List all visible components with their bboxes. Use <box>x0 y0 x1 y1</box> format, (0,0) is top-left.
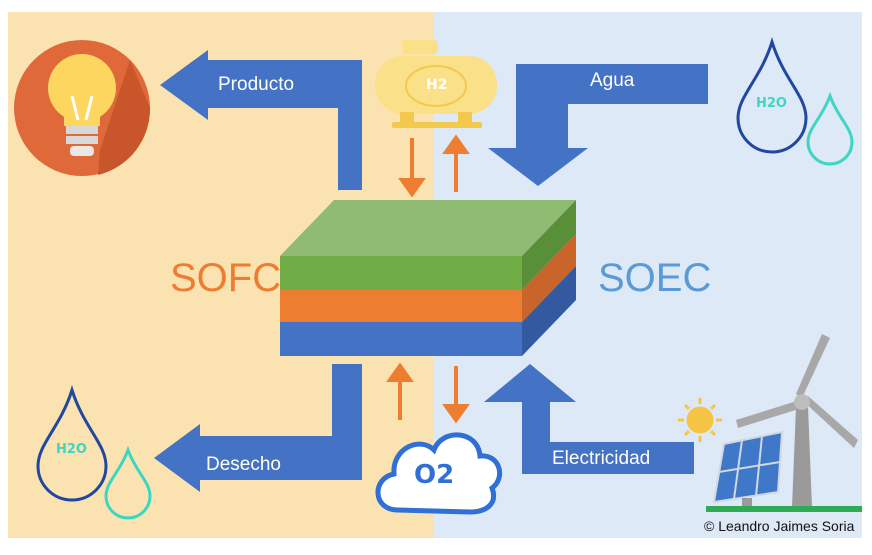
agua-label: Agua <box>590 70 635 91</box>
oxygen-cloud-icon <box>375 432 503 515</box>
layer-blue <box>280 322 522 356</box>
water-drop-icon <box>36 385 152 520</box>
water-drop-bottom-label: H2O <box>56 442 87 457</box>
side-blue <box>522 266 576 356</box>
hydrogen-tank-icon <box>375 40 497 128</box>
tank-label: H2 <box>426 77 448 93</box>
electricidad-label: Electricidad <box>552 448 651 469</box>
desecho-label: Desecho <box>206 454 281 475</box>
electricidad-arrow <box>484 364 694 474</box>
side-orange <box>522 234 576 322</box>
ground <box>706 506 862 512</box>
o2-flow-arrows <box>386 362 470 424</box>
producto-arrow <box>160 50 362 190</box>
water-drop-top-label: H2O <box>756 96 787 111</box>
h2-flow-arrows <box>398 134 470 198</box>
stack-top-face <box>280 200 576 256</box>
producto-label: Producto <box>218 74 295 95</box>
soec-label: SOEC <box>598 256 712 300</box>
cell-stack <box>280 200 576 356</box>
wind-turbine-icon <box>736 334 858 508</box>
oxygen-label: O2 <box>414 460 455 490</box>
credit-text: © Leandro Jaimes Soria <box>704 518 855 534</box>
solar-panel-icon <box>712 430 784 510</box>
sun-icon <box>678 398 722 442</box>
layer-orange <box>280 290 522 322</box>
agua-arrow <box>488 64 708 186</box>
layer-green <box>280 256 522 290</box>
lightbulb-icon <box>14 40 151 176</box>
sofc-label: SOFC <box>170 256 282 300</box>
desecho-arrow <box>154 364 362 492</box>
water-drop-icon <box>736 37 854 166</box>
side-green <box>522 200 576 290</box>
